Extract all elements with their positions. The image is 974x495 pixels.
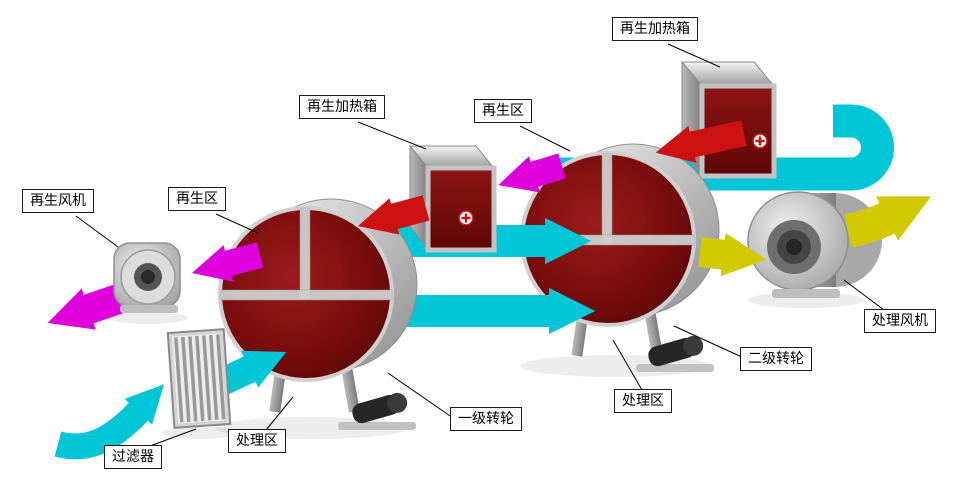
process-fan-hub [786, 239, 802, 255]
callout-rotor1 [387, 372, 454, 419]
filter-slat [202, 335, 212, 421]
rotor1-spoke-vertical [299, 208, 311, 300]
rotor2-motor-cap [683, 335, 704, 356]
filter-slats [174, 334, 226, 423]
regen-fan-base [120, 305, 178, 313]
callout-regen-zone-left [215, 213, 259, 234]
callout-process-zone-right [612, 339, 643, 391]
filter [166, 328, 232, 429]
callout-regen-heater-top [667, 43, 721, 68]
callout-regen-heater-mid [357, 121, 427, 150]
shadow-regen-fan [108, 312, 188, 324]
rotor1-base [338, 422, 416, 430]
regen-fan-hub [141, 270, 155, 284]
rotor2-spoke-horizontal [522, 234, 695, 246]
heated-air-heater2-to-wheel2 [655, 120, 747, 163]
callout-rotor2 [673, 325, 745, 359]
regen-duct-wheel1-to-fan [191, 242, 264, 282]
rotor1-motor-cap [387, 392, 408, 413]
rotor1-spoke-horizontal [220, 289, 393, 301]
label-regen-heater-top: 再生加热箱 [612, 17, 698, 41]
heated-air-heater1-to-wheel1 [357, 195, 430, 235]
outlet-duct-wheel2-to-fan [698, 233, 767, 277]
outlet-exhaust-arrow [844, 196, 932, 248]
label-regen-zone-right: 再生区 [474, 99, 532, 123]
label-regen-fan: 再生风机 [22, 189, 94, 213]
rotor-1 [218, 198, 418, 430]
filter-slat [195, 335, 205, 421]
process-inlet-arrow [54, 384, 165, 460]
heater2-emblem-cross-icon [755, 136, 765, 146]
callout-process-zone-left [265, 396, 294, 431]
rotor2-leg-right [644, 311, 663, 355]
filter-slat [174, 337, 184, 423]
filter-slat [181, 336, 191, 422]
label-process-zone-right: 处理区 [614, 389, 672, 413]
label-process-fan: 处理风机 [864, 309, 936, 333]
rotor2-spoke-vertical [601, 153, 613, 245]
label-rotor-stage1: 一级转轮 [450, 407, 522, 431]
heater1-emblem-cross-icon [461, 213, 471, 223]
shadow-filter [162, 427, 238, 439]
rotor2-base [636, 364, 714, 372]
regen-duct-wheel2-to-heater1 [498, 153, 566, 193]
rotor2-motor [648, 335, 704, 367]
rotor-2 [520, 143, 720, 372]
regen-intake-duct [560, 104, 894, 191]
label-filter: 过滤器 [104, 445, 162, 469]
filter-slat [188, 336, 198, 422]
rotor1-leg-right [341, 367, 360, 413]
callout-process-fan [843, 279, 885, 311]
regen-heater-box-1 [408, 144, 497, 253]
label-regen-zone-left: 再生区 [168, 187, 226, 211]
regen-heater-box-2 [680, 60, 777, 179]
heater1-front-face [425, 165, 497, 253]
callout-regen-zone-right [519, 125, 571, 152]
label-rotor-stage2: 二级转轮 [740, 347, 812, 371]
regen-fan [113, 242, 181, 313]
label-regen-heater-mid: 再生加热箱 [299, 95, 385, 119]
callout-lines [75, 43, 885, 447]
callout-regen-fan [75, 215, 119, 248]
filter-slat [216, 334, 226, 420]
filter-slat [209, 334, 219, 420]
label-process-zone-left: 处理区 [228, 429, 286, 453]
callout-filter [149, 428, 197, 447]
rotor1-motor [352, 392, 408, 424]
process-fan-base [772, 289, 840, 298]
